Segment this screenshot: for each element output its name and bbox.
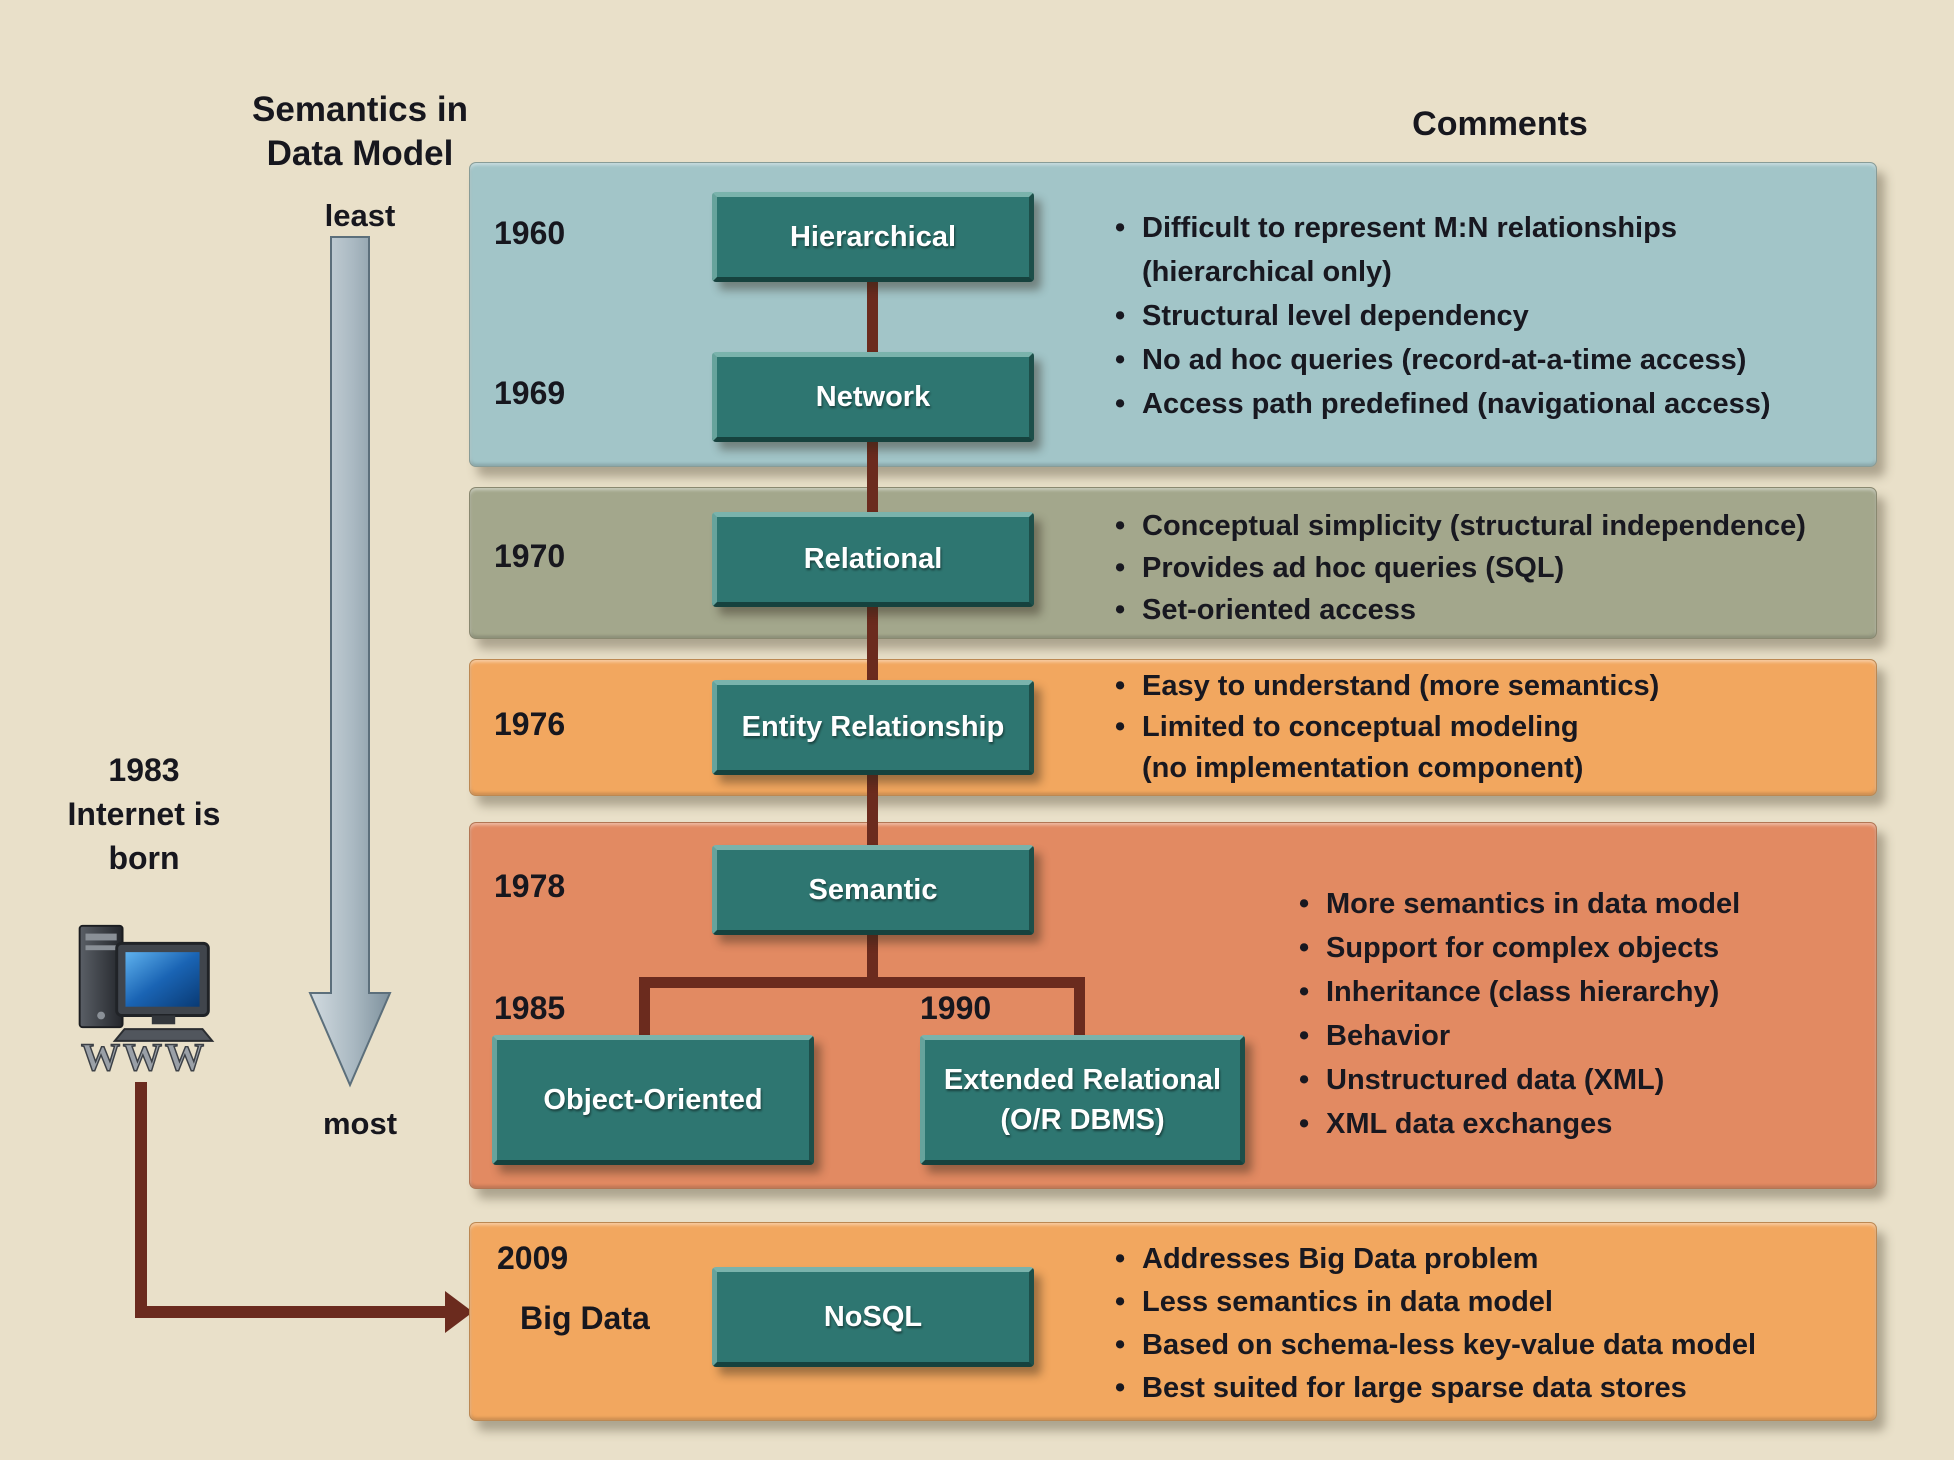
comment-item: Limited to conceptual modeling (no imple…	[1112, 707, 1902, 789]
internet-arrow-horizontal	[135, 1306, 447, 1318]
comment-item: Easy to understand (more semantics)	[1112, 666, 1902, 707]
axis-least-label: least	[324, 198, 396, 233]
comment-item: Set-oriented access	[1112, 589, 1902, 631]
year-semantic: 1978	[494, 868, 566, 904]
comment-item: Based on schema-less key-value data mode…	[1112, 1324, 1902, 1367]
www-label: WWW	[81, 1036, 207, 1074]
comment-item: XML data exchanges	[1296, 1102, 1896, 1146]
comments-band-entity-relationship: Easy to understand (more semantics) Limi…	[1112, 666, 1902, 789]
internet-arrow-head-icon	[445, 1291, 473, 1333]
comment-item: Inheritance (class hierarchy)	[1296, 970, 1896, 1014]
year-network: 1969	[494, 375, 566, 411]
connector-branch-horizontal	[639, 977, 1085, 988]
year-entity-relationship: 1976	[494, 706, 566, 742]
era-big-data-label: Big Data	[520, 1300, 650, 1336]
connector-branch-object-oriented	[639, 977, 650, 1035]
connector-branch-extended-relational	[1074, 977, 1085, 1035]
year-nosql: 2009	[497, 1240, 569, 1276]
model-box-hierarchical: Hierarchical	[712, 192, 1034, 282]
internet-born-note: 1983 Internet is born	[67, 752, 221, 876]
comments-band-semantic-object: More semantics in data model Support for…	[1296, 882, 1896, 1146]
axis-most-label: most	[322, 1106, 398, 1141]
year-extended-relational: 1990	[920, 990, 992, 1026]
connector-semantic-stem	[867, 931, 878, 981]
year-object-oriented: 1985	[494, 990, 566, 1026]
comment-item: Conceptual simplicity (structural indepe…	[1112, 505, 1902, 547]
www-computer-icon: WWW	[66, 918, 222, 1080]
comments-band-nosql: Addresses Big Data problem Less semantic…	[1112, 1238, 1902, 1410]
comment-item: Access path predefined (navigational acc…	[1112, 382, 1902, 426]
comments-band-hierarchical-network: Difficult to represent M:N relationships…	[1112, 206, 1902, 426]
comment-item: Less semantics in data model	[1112, 1281, 1902, 1324]
model-box-entity-relationship: Entity Relationship	[712, 680, 1034, 775]
comment-item: Provides ad hoc queries (SQL)	[1112, 547, 1902, 589]
connector-hierarchical-network	[867, 278, 878, 356]
comment-item: Addresses Big Data problem	[1112, 1238, 1902, 1281]
model-box-network: Network	[712, 352, 1034, 442]
comment-item: Structural level dependency	[1112, 294, 1902, 338]
internet-arrow-vertical	[135, 1082, 147, 1318]
model-box-extended-relational: Extended Relational (O/R DBMS)	[920, 1035, 1245, 1165]
year-relational: 1970	[494, 538, 566, 574]
semantics-axis-title: Semantics in Data Model	[252, 90, 468, 173]
comments-band-relational: Conceptual simplicity (structural indepe…	[1112, 505, 1902, 631]
comments-column-title: Comments	[1412, 105, 1588, 143]
connector-relational-er	[867, 603, 878, 684]
comment-item: More semantics in data model	[1296, 882, 1896, 926]
comment-item: No ad hoc queries (record-at-a-time acce…	[1112, 338, 1902, 382]
semantics-axis-arrow-icon	[300, 235, 400, 1100]
model-box-relational: Relational	[712, 512, 1034, 607]
model-box-object-oriented: Object-Oriented	[492, 1035, 814, 1165]
comment-item: Support for complex objects	[1296, 926, 1896, 970]
year-hierarchical: 1960	[494, 215, 566, 251]
connector-network-relational	[867, 438, 878, 516]
comment-item: Unstructured data (XML)	[1296, 1058, 1896, 1102]
model-box-nosql: NoSQL	[712, 1267, 1034, 1367]
comment-item: Difficult to represent M:N relationships…	[1112, 206, 1902, 294]
comment-item: Best suited for large sparse data stores	[1112, 1367, 1902, 1410]
connector-er-semantic	[867, 771, 878, 849]
comment-item: Behavior	[1296, 1014, 1896, 1058]
model-box-semantic: Semantic	[712, 845, 1034, 935]
